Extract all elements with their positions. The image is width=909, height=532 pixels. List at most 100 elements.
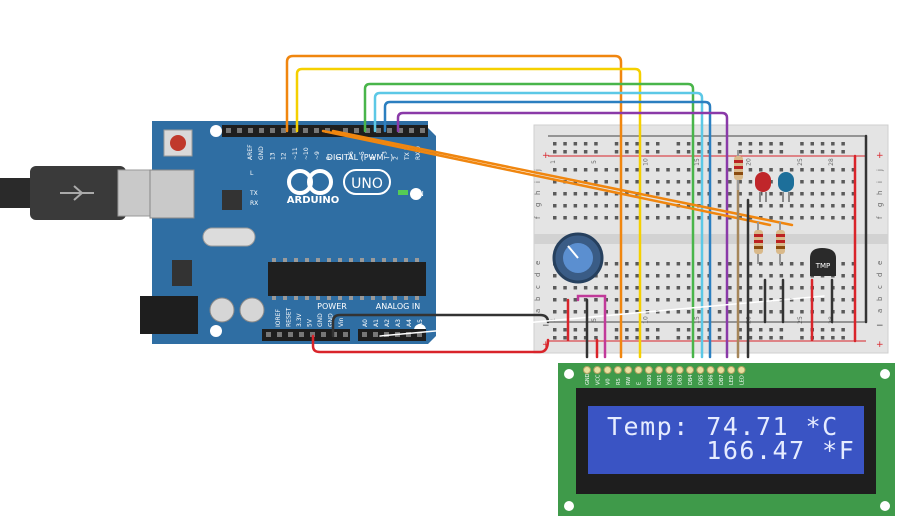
breadboard-col-label: 5 [591,318,598,322]
analog-pin-label: A2 [384,319,391,327]
wire-a0-white [379,295,825,337]
lcd-pin-label: V0 [606,378,612,385]
digital-pin-label: ~9 [314,151,321,160]
analog-pin-labels: A0 A1 A2 A3 A4 A5 [362,319,424,327]
breadboard-col-label: 20 [746,158,753,166]
breadboard-col-label: 1 [550,160,557,164]
digital-pin-label: 4 [370,156,377,160]
breadboard-row-label: j [534,169,542,172]
digital-label: DIGITAL (PWM~) [327,153,393,162]
arduino-logo [287,169,391,195]
rail-minus-bottom-right: − [876,321,884,331]
breadboard-row-label: f [876,216,884,219]
analog-pin-label: A0 [362,319,369,327]
wire-cyan [373,91,704,359]
wire-5v-red [311,334,550,354]
lcd-pin-label: DB6 [709,375,715,385]
digital-pin-label: ~5 [359,151,366,160]
digital-pin-label: ~11 [292,147,299,160]
lcd-pin-label: DB1 [657,375,663,385]
digital-pin-label: 8 [325,156,332,160]
power-pin-label: Vin [338,317,345,327]
breadboard-row-label: g [534,203,542,207]
lcd-pin-label: DB4 [688,375,694,385]
rail-plus-bottom-right: + [876,340,884,350]
tmp-sensor: TMP [810,248,836,276]
analog-pin-label: A3 [395,319,402,327]
breadboard-col-label: 10 [643,316,650,324]
analog-pin-label: A1 [373,319,380,327]
breadboard-row-label: i [876,181,884,183]
tx-led-label: TX [249,190,258,197]
breadboard-col-label: 5 [591,160,598,164]
rail-plus-bottom: + [542,340,550,350]
breadboard-col-label: 15 [694,158,701,166]
power-pin-label: 5V [307,318,314,327]
analog-label: ANALOG IN [376,302,421,311]
wire-blue [383,100,712,359]
rail-plus-top-right: + [876,151,884,161]
digital-pin-label: 2 [393,156,400,160]
breadboard-row-label: e [876,261,884,265]
wire-orange-diagonal-2 [331,129,794,227]
lcd-pin-label: RW [626,377,632,385]
digital-pin-label: AREF [247,144,254,160]
wire-orange-diagonal-1 [321,129,772,227]
digital-pin-label: GND [258,146,265,160]
power-label: POWER [317,302,347,311]
digital-pin-label: TX 1 [404,146,411,161]
power-pin-label: RESET [286,307,293,327]
on-label: ON [413,190,424,198]
resistor-right [776,222,785,264]
breadboard-col-label: 25 [797,158,804,166]
digital-pin-label: ~10 [303,147,310,160]
power-pin-label: GND [317,313,324,327]
lcd-line-2: 166.47 *F [607,436,856,465]
digital-pin-label: ~3 [381,151,388,160]
power-pin-label: 3.3V [296,312,303,327]
lcd-pin-label: DB7 [719,375,725,385]
breadboard-row-label: j [876,169,884,172]
digital-pin-label: 12 [281,152,288,160]
breadboard-row-label: f [534,216,542,219]
arduino-uno-board: ARDUINO UNO DIGITAL (PWM~) POWER ANALOG … [140,121,436,344]
breadboard-col-label: 10 [643,158,650,166]
lcd-pin-label: DB2 [667,375,673,385]
breadboard-row-label: i [534,181,542,183]
breadboard-row-label: d [876,273,884,277]
arduino-brand: ARDUINO [287,195,339,206]
breadboard-row-label: h [534,191,542,195]
power-pin-label: IOREF [275,309,282,327]
breadboard-col-label: 15 [694,316,701,324]
breadboard-row-label: b [876,296,884,301]
breadboard-row-label: a [876,309,884,313]
analog-pin-label: A5 [417,319,424,327]
digital-pin-label: 7 [337,156,344,160]
rx-led-label: RX [250,200,258,207]
lcd-line-1: Temp: 74.71 *C [607,412,839,441]
resistor-left [754,222,763,264]
wire-green [363,82,695,359]
lcd-pin-label: DB5 [698,375,704,385]
lcd-pin-label: VCC [595,374,601,385]
breadboard-col-label: 25 [797,316,804,324]
analog-pin-label: A4 [406,319,413,327]
wire-orange [285,54,623,359]
potentiometer [552,232,604,284]
breadboard-row-label: g [876,203,884,207]
breadboard-row-label: h [876,191,884,195]
breadboard-row-label: c [534,285,542,289]
digital-pin-label: RX 0 [415,146,422,160]
wire-purple [396,111,729,359]
breadboard-row-label: a [534,309,542,313]
arduino-model: UNO [351,176,383,192]
breadboard-row-label: c [876,285,884,289]
lcd-pin-label: RS [616,378,622,385]
breadboard-row-label: b [534,296,542,301]
wire-gnd-black [331,313,550,338]
lcd-pin-label: LED [729,375,735,385]
